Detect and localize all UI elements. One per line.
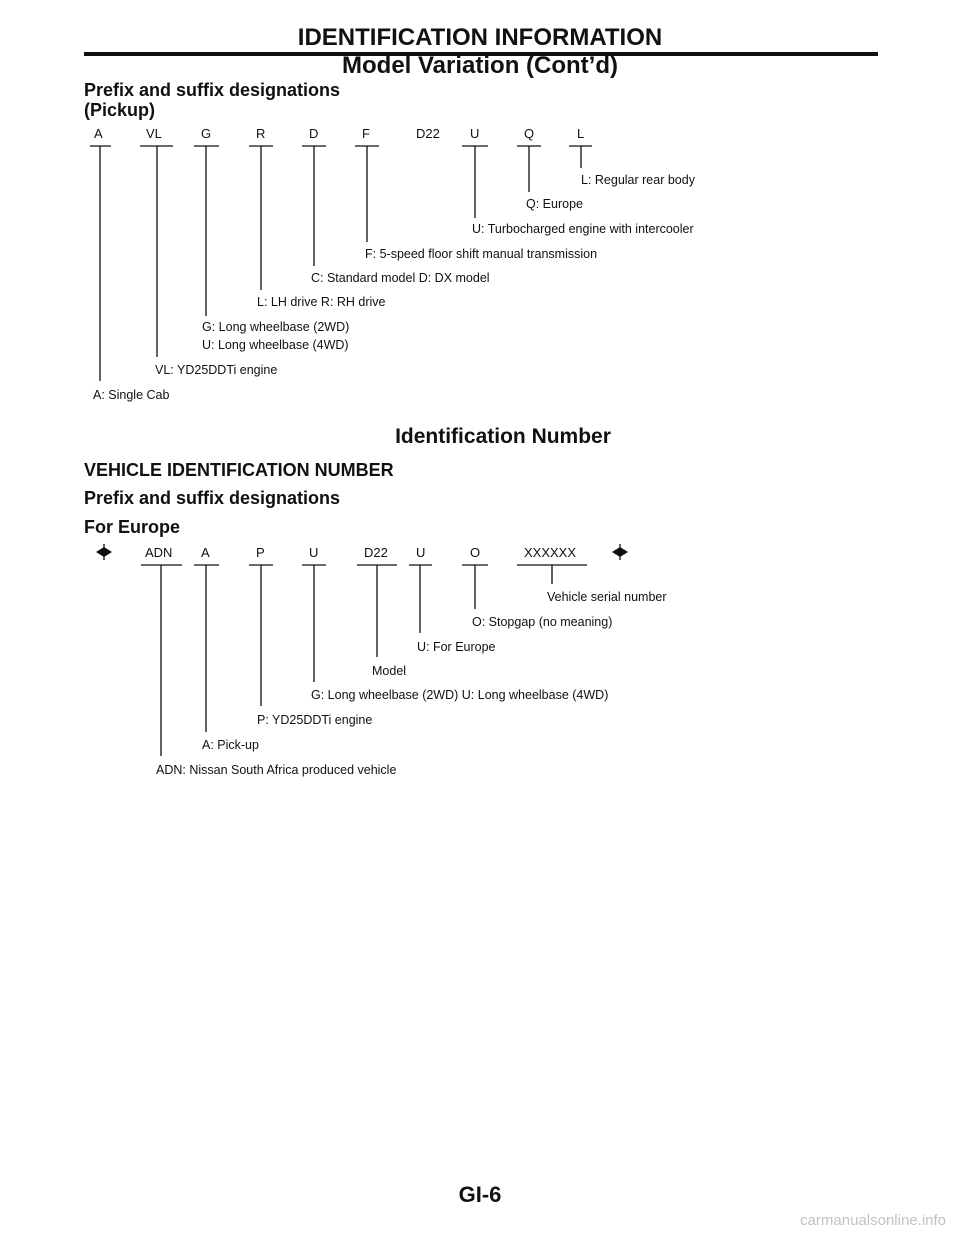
label-g-4wd: U: Long wheelbase (4WD) [202, 338, 349, 352]
start-star-icon [96, 544, 112, 560]
vin-label-o: O: Stopgap (no meaning) [472, 615, 613, 629]
label-q: Q: Europe [526, 197, 583, 211]
vin-label-adn: ADN: Nissan South Africa produced vehicl… [156, 763, 397, 777]
vin-code-o: O [470, 545, 481, 560]
label-f: F: 5-speed floor shift manual transmissi… [365, 247, 598, 261]
code-d22: D22 [416, 126, 440, 141]
code-l: L [577, 126, 585, 141]
code-r: R [256, 126, 266, 141]
vin-code-serial: XXXXXX [524, 545, 577, 560]
identification-title: Identification Number [395, 425, 611, 448]
header-rule [84, 52, 878, 56]
vin-label-u2: U: For Europe [417, 640, 496, 654]
pickup-heading-sub: (Pickup) [84, 100, 156, 120]
page-number: GI-6 [458, 1182, 502, 1207]
vin-code-d22: D22 [364, 545, 388, 560]
section-title: IDENTIFICATION INFORMATION [297, 24, 663, 51]
vin-code-u1: U [309, 545, 319, 560]
pickup-heading: Prefix and suffix designations [84, 80, 341, 100]
vin-code-u2: U [416, 545, 426, 560]
label-l: L: Regular rear body [581, 173, 695, 187]
vin-label-p: P: YD25DDTi engine [257, 713, 373, 727]
code-f: F [362, 126, 370, 141]
code-vl: VL [146, 126, 162, 141]
vin-label-serial: Vehicle serial number [547, 590, 667, 604]
code-q: Q [524, 126, 535, 141]
section-subtitle: Model Variation (Cont’d) [342, 52, 618, 79]
code-d: D [309, 126, 319, 141]
vin-code-p: P [256, 545, 265, 560]
end-star-icon [612, 544, 628, 560]
vin-code-adn: ADN [145, 545, 173, 560]
vin-code-a: A [201, 545, 210, 560]
label-r: L: LH drive R: RH drive [257, 295, 386, 309]
label-a: A: Single Cab [93, 388, 170, 402]
code-a: A [94, 126, 103, 141]
vin-heading: VEHICLE IDENTIFICATION NUMBER [84, 460, 394, 480]
vin-label-model: Model [372, 664, 407, 678]
label-g-2wd: G: Long wheelbase (2WD) [202, 320, 350, 334]
code-g: G [201, 126, 212, 141]
label-u: U: Turbocharged engine with intercooler [472, 222, 694, 236]
vin-label-u1: G: Long wheelbase (2WD) U: Long wheelbas… [311, 688, 609, 702]
region-heading: For Europe [84, 517, 181, 537]
vin-label-a: A: Pick-up [202, 738, 259, 752]
code-u: U [470, 126, 480, 141]
label-vl: VL: YD25DDTi engine [155, 363, 278, 377]
prefix-heading: Prefix and suffix designations [84, 488, 341, 508]
label-d: C: Standard model D: DX model [311, 271, 490, 285]
watermark: carmanualsonline.info [800, 1212, 946, 1229]
